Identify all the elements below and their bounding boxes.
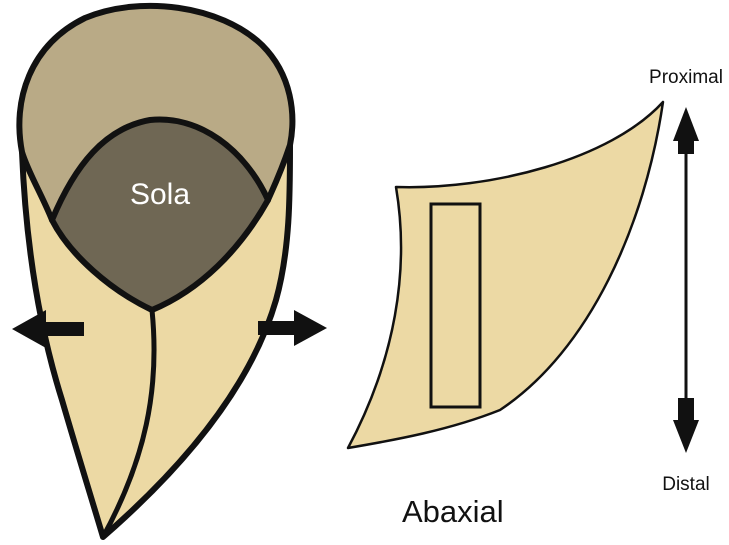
distal-label: Distal <box>662 474 710 495</box>
wall-segment-shape <box>348 102 663 448</box>
sole-label: Sola <box>130 178 190 211</box>
double-arrow-vertical-icon <box>673 107 699 453</box>
abaxial-label: Abaxial <box>402 494 504 529</box>
proximal-label: Proximal <box>649 67 723 88</box>
abaxial-wall-segment: Abaxial <box>348 102 663 529</box>
hoof-front-view: Sola <box>12 6 327 537</box>
